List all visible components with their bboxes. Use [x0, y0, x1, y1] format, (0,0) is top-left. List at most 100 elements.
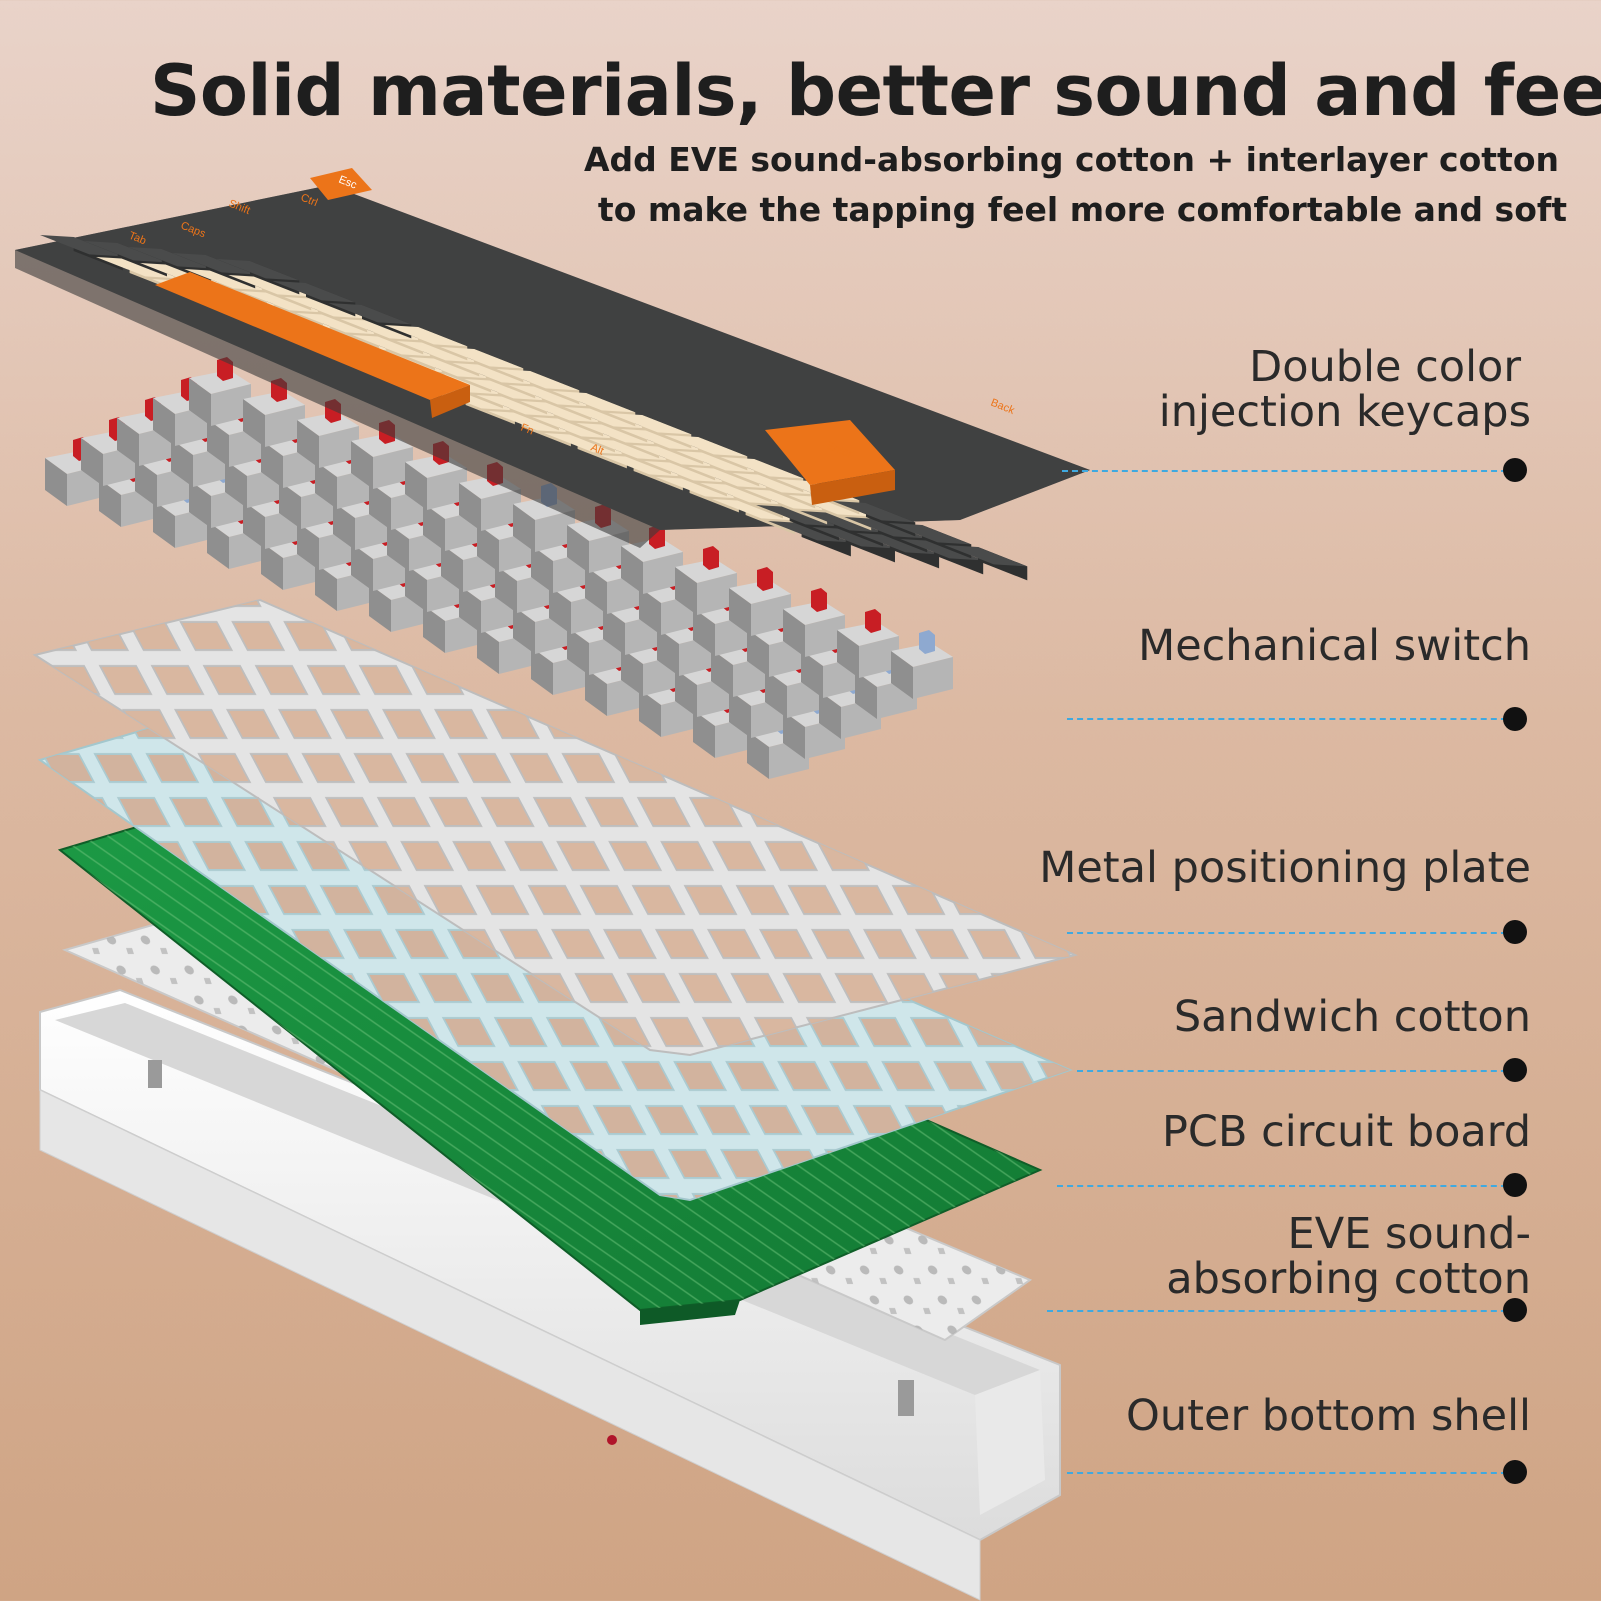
switch-housing-left: [783, 609, 805, 657]
switch-housing-left: [567, 627, 589, 675]
switch-housing-left: [837, 630, 859, 678]
switch-housing-left: [135, 459, 157, 507]
leader-switch: [1067, 718, 1517, 720]
keycap: [96, 257, 179, 279]
switch-housing-left: [297, 420, 319, 468]
keycap: [452, 363, 536, 385]
keycap: [720, 457, 804, 479]
switch-housing-left: [81, 438, 103, 486]
switch-housing-left: [729, 588, 751, 636]
keycap: [84, 241, 167, 263]
keycap: [768, 521, 851, 543]
keycap: [944, 545, 1028, 567]
switch-housing-left: [45, 458, 67, 506]
switch-housing-top: [675, 559, 737, 583]
keycap: [844, 517, 928, 539]
keycap: [552, 391, 636, 413]
leader-eve: [1047, 1310, 1517, 1312]
switch-housing-left: [423, 605, 445, 653]
keycap: [664, 435, 748, 457]
keycap: [184, 269, 268, 291]
switch-housing-left: [603, 607, 625, 655]
switch-housing-right: [373, 447, 413, 489]
switch-housing-right: [589, 531, 629, 573]
switch-housing-left: [153, 500, 175, 548]
switch-housing-left: [423, 503, 445, 551]
switch-housing-left: [243, 399, 265, 447]
switch-housing-left: [765, 670, 787, 718]
switch-housing-left: [747, 731, 769, 779]
switch-housing-right: [427, 468, 467, 510]
keycap: [408, 357, 492, 379]
switch-housing-left: [351, 543, 373, 591]
switch-housing-left: [711, 649, 733, 697]
keycap: [744, 489, 828, 511]
label-bottom-shell: Outer bottom shell: [811, 1394, 1531, 1439]
switch-housing-left: [441, 544, 463, 592]
switch-housing-left: [189, 378, 211, 426]
switch-housing-left: [459, 483, 481, 531]
switch-housing-left: [801, 650, 823, 698]
switch-housing-left: [261, 440, 283, 488]
keycap: [284, 297, 368, 319]
switch-housing-left: [567, 525, 589, 573]
label-mechanical-switch: Mechanical switch: [811, 624, 1531, 669]
keycap: [464, 379, 548, 401]
switch-housing-left: [639, 689, 661, 737]
switch-housing-left: [675, 669, 697, 717]
switch-housing-left: [351, 441, 373, 489]
switch-housing-left: [855, 671, 877, 719]
switch-housing-right: [859, 636, 899, 678]
keycap: [340, 319, 424, 341]
switch-housing-left: [405, 462, 427, 510]
label-eve-line1: EVE sound-: [1287, 1209, 1531, 1259]
keycap: [172, 253, 256, 275]
switch-housing-right: [643, 552, 683, 594]
keycap: [688, 467, 772, 489]
keycap: [40, 235, 123, 257]
double-color-keycaps: [15, 168, 1090, 581]
keycap: [396, 341, 480, 363]
keycap: [532, 417, 615, 439]
keycap: [712, 499, 795, 521]
metal-positioning-plate: [32, 598, 1079, 1057]
keycap: [588, 439, 671, 461]
switch-housing-left: [693, 608, 715, 656]
keycap: [732, 473, 816, 495]
switch-housing-right: [913, 657, 953, 699]
label-pcb: PCB circuit board: [811, 1110, 1531, 1155]
switch-housing-left: [459, 585, 481, 633]
switch-stem: [811, 588, 827, 612]
switch-housing-left: [261, 542, 283, 590]
subtitle-line-1: Add EVE sound-absorbing cotton + interla…: [584, 140, 1559, 179]
keycap: [856, 533, 940, 555]
switch-housing-left: [621, 546, 643, 594]
switch-housing-left: [819, 691, 841, 739]
keycap: [128, 247, 212, 269]
switch-housing-left: [369, 482, 391, 530]
label-keycaps: Double color injection keycaps: [811, 345, 1531, 435]
switch-housing-left: [99, 479, 121, 527]
switch-housing-left: [207, 521, 229, 569]
keycap: [620, 429, 704, 451]
keycap: [888, 523, 972, 545]
switch-housing-left: [315, 563, 337, 611]
keycap: [576, 423, 660, 445]
callout-dot-shell: [1503, 1460, 1527, 1484]
switch-housing-left: [477, 626, 499, 674]
switch-housing-left: [171, 439, 193, 487]
switch-housing-left: [693, 710, 715, 758]
switch-housing-top: [837, 622, 899, 646]
callout-dot-sandwich: [1503, 1058, 1527, 1082]
page-title: Solid materials, better sound and feel: [150, 50, 1601, 132]
keycap: [216, 259, 300, 281]
switch-housing-right: [265, 405, 305, 447]
switch-stem: [919, 630, 935, 654]
switch-housing-left: [891, 651, 913, 699]
switch-housing-left: [639, 587, 661, 635]
switch-housing-left: [117, 418, 139, 466]
label-sandwich-line1: Sandwich cotton: [1173, 992, 1531, 1042]
switch-housing-left: [513, 606, 535, 654]
switch-housing-left: [297, 522, 319, 570]
